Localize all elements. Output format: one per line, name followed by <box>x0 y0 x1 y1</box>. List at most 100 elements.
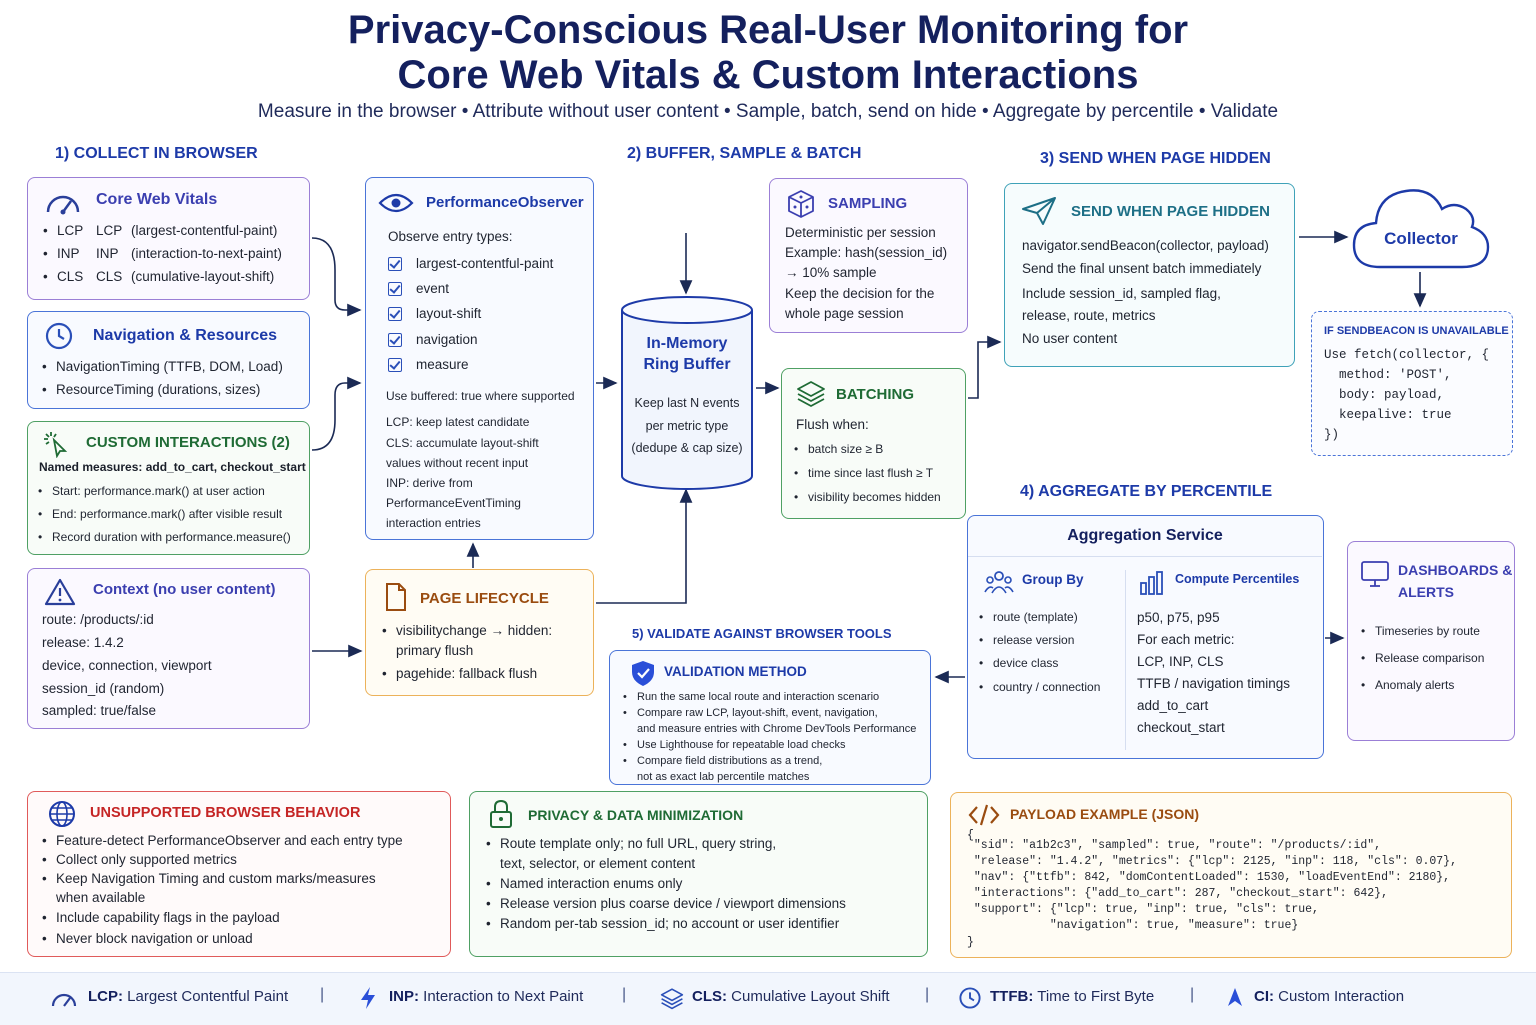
ring-line-3: (dedupe & cap size) <box>631 441 743 455</box>
pct-line-1: p50, p75, p95 <box>1137 610 1220 625</box>
layers-icon <box>660 988 684 1010</box>
batching-item-2: time since last flush ≥ T <box>794 466 933 480</box>
context-line-4: session_id (random) <box>42 681 165 696</box>
legend-cls-abbr: CLS: <box>692 988 727 1005</box>
cwv-lcp-abbr: LCP <box>43 223 83 238</box>
paper-plane-icon <box>1022 197 1056 225</box>
section-send: 3) SEND WHEN PAGE HIDDEN <box>1040 150 1271 167</box>
aggregation-title: Aggregation Service <box>1067 527 1223 544</box>
payload-line-7: "navigation": true, "measure": true} <box>967 919 1299 932</box>
navres-item-1: NavigationTiming (TTFB, DOM, Load) <box>42 359 283 374</box>
sampling-line-5: whole page session <box>785 306 904 321</box>
sampling-line-2: Example: hash(session_id) <box>785 245 948 260</box>
sampling-line-4: Keep the decision for the <box>785 286 935 301</box>
section-collect: 1) COLLECT IN BROWSER <box>55 145 258 162</box>
ring-line-2: per metric type <box>645 418 729 433</box>
warning-icon <box>44 578 76 606</box>
batching-flush: Flush when: <box>796 417 869 432</box>
custom-interactions-card: CUSTOM INTERACTIONS (2) Named measures: … <box>27 421 310 555</box>
unsupported-item-4: Include capability flags in the payload <box>42 910 280 925</box>
group-item-1: route (template) <box>979 610 1078 624</box>
section-buffer: 2) BUFFER, SAMPLE & BATCH <box>627 145 862 162</box>
legend-lcp: LCP: Largest Contentful Paint <box>88 988 288 1005</box>
dashboards-title-2: ALERTS <box>1398 584 1454 600</box>
custom-item-3: Record duration with performance.measure… <box>38 530 291 544</box>
click-icon <box>44 432 68 458</box>
batching-title: BATCHING <box>836 386 915 403</box>
legend-separator: | <box>1190 986 1195 1003</box>
legend-separator: | <box>622 986 627 1003</box>
context-line-3: device, connection, viewport <box>42 658 212 673</box>
send-line-4: release, route, metrics <box>1022 308 1156 323</box>
group-item-2: release version <box>979 633 1074 647</box>
group-by-title: Group By <box>1022 572 1084 587</box>
po-note-6: interaction entries <box>386 516 481 530</box>
privacy-title: PRIVACY & DATA MINIMIZATION <box>528 807 744 823</box>
dashboards-item-3: Anomaly alerts <box>1361 678 1454 692</box>
section-aggregate: 4) AGGREGATE BY PERCENTILE <box>1020 483 1273 500</box>
legend-ci-abbr: CI: <box>1254 988 1274 1005</box>
validation-line-2: Compare raw LCP, layout-shift, event, na… <box>623 707 878 719</box>
po-type-3: layout-shift <box>416 306 482 321</box>
privacy-item-1b: text, selector, or element content <box>500 856 696 871</box>
pct-line-5: add_to_cart <box>1137 698 1209 713</box>
cwv-title: Core Web Vitals <box>96 191 218 208</box>
privacy-card: PRIVACY & DATA MINIMIZATION Route templa… <box>469 791 928 957</box>
fallback-line-5: }) <box>1324 428 1340 442</box>
page-title: Privacy-Conscious Real-User Monitoring f… <box>0 8 1536 98</box>
payload-title: PAYLOAD EXAMPLE (JSON) <box>1010 806 1200 822</box>
ring-buffer-text: Keep last N events per metric type (dedu… <box>620 392 754 460</box>
navres-item-2: ResourceTiming (durations, sizes) <box>42 382 260 397</box>
batching-item-3: visibility becomes hidden <box>794 490 941 504</box>
po-type-4: navigation <box>416 332 478 347</box>
validation-line-4: Use Lighthouse for repeatable load check… <box>623 739 845 751</box>
legend-ttfb-text: Time to First Byte <box>1037 988 1155 1005</box>
globe-icon <box>49 801 75 827</box>
section-validate: 5) VALIDATE AGAINST BROWSER TOOLS <box>632 626 892 641</box>
ring-line-1: Keep last N events <box>634 396 740 410</box>
legend-ttfb: TTFB: Time to First Byte <box>990 988 1154 1005</box>
group-item-4: country / connection <box>979 680 1100 694</box>
context-card: Context (no user content) route: /produc… <box>27 568 310 729</box>
gauge-icon <box>46 195 80 215</box>
lifecycle-item-1b: primary flush <box>396 643 474 658</box>
privacy-item-4: Random per-tab session_id; no account or… <box>486 916 839 931</box>
document-icon <box>386 583 406 611</box>
dashboards-alerts-card: DASHBOARDS & ALERTS Timeseries by route … <box>1347 541 1515 741</box>
send-line-1: navigator.sendBeacon(collector, payload) <box>1022 238 1269 253</box>
collector-cloud-icon <box>1352 189 1490 269</box>
po-note-2: CLS: accumulate layout-shift <box>386 436 539 450</box>
validation-line-1: Run the same local route and interaction… <box>623 691 879 703</box>
send-line-2: Send the final unsent batch immediately <box>1022 261 1262 276</box>
context-title: Context (no user content) <box>93 581 276 598</box>
cwv-lcp-desc: (largest-contentful-paint) <box>131 223 278 238</box>
unsupported-item-1: Feature-detect PerformanceObserver and e… <box>42 833 403 848</box>
context-line-2: release: 1.4.2 <box>42 635 124 650</box>
unsupported-item-5: Never block navigation or unload <box>42 931 253 946</box>
send-line-3: Include session_id, sampled flag, <box>1022 286 1221 301</box>
sampling-line-1: Deterministic per session <box>785 225 936 240</box>
context-line-1: route: /products/:id <box>42 612 154 627</box>
legend-bar <box>0 972 1536 1025</box>
aggregation-header <box>968 516 1322 557</box>
context-line-5: sampled: true/false <box>42 703 157 718</box>
checkbox-icon <box>388 282 402 296</box>
title-line-2: Core Web Vitals & Custom Interactions <box>397 53 1139 97</box>
legend-cls-text: Cumulative Layout Shift <box>731 988 890 1005</box>
group-icon <box>984 571 1014 594</box>
custom-item-1: Start: performance.mark() at user action <box>38 484 265 498</box>
bar-chart-icon <box>1140 571 1163 595</box>
payload-line-3: "release": "1.4.2", "metrics": {"lcp": 2… <box>967 855 1457 868</box>
sampling-line-3: → 10% sample <box>785 265 877 280</box>
aggregation-service-card: Aggregation Service Group By route (temp… <box>967 515 1324 759</box>
title-line-1: Privacy-Conscious Real-User Monitoring f… <box>347 8 1189 52</box>
dashboards-title-1: DASHBOARDS & <box>1398 562 1513 578</box>
pct-line-4: TTFB / navigation timings <box>1137 676 1291 691</box>
cwv-inp-desc: (interaction-to-next-paint) <box>131 246 282 261</box>
eye-icon <box>378 193 414 213</box>
legend-lcp-abbr: LCP: <box>88 988 123 1005</box>
po-note-3: values without recent input <box>386 456 529 470</box>
payload-line-6: "support": {"lcp": true, "inp": true, "c… <box>967 903 1319 916</box>
unsupported-title: UNSUPPORTED BROWSER BEHAVIOR <box>90 805 361 821</box>
ring-buffer-title: In-Memory Ring Buffer <box>620 333 754 375</box>
